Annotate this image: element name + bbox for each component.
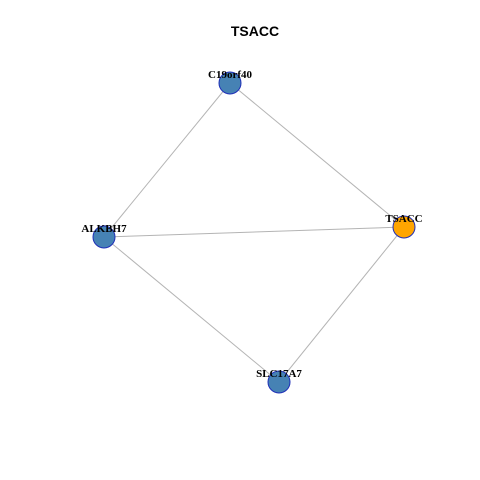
node-alkbh7 — [92, 225, 116, 249]
node-slc17a7 — [267, 370, 291, 394]
node-label-c19orf40: C19orf40 — [208, 69, 252, 81]
plot-title: TSACC — [231, 23, 279, 39]
edge-alkbh7-slc17a7 — [103, 236, 280, 383]
node-label-tsacc: TSACC — [385, 213, 422, 225]
node-layer — [92, 71, 416, 394]
edge-c19orf40-alkbh7 — [103, 82, 231, 238]
edge-layer — [103, 82, 405, 383]
node-label-alkbh7: ALKBH7 — [81, 223, 127, 235]
edge-alkbh7-tsacc — [103, 226, 405, 238]
node-c19orf40 — [218, 71, 242, 95]
edge-tsacc-slc17a7 — [278, 226, 405, 383]
node-label-slc17a7: SLC17A7 — [256, 368, 302, 380]
edge-c19orf40-tsacc — [229, 82, 405, 228]
node-tsacc — [392, 215, 416, 239]
